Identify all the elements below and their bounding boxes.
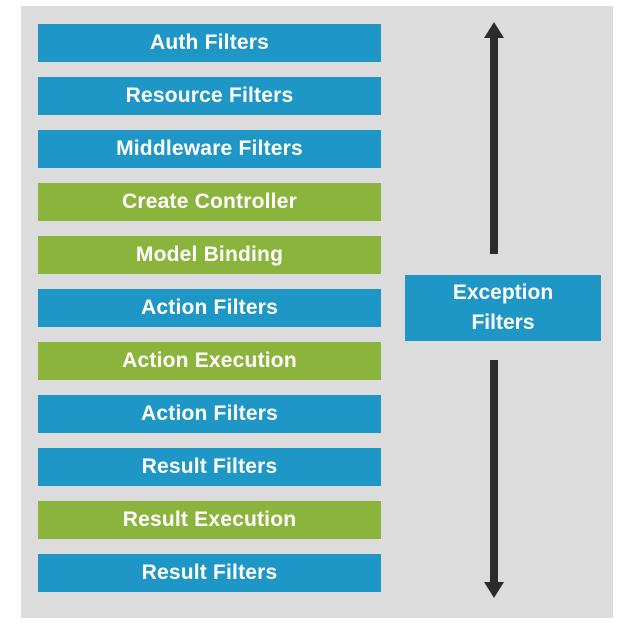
- stage-result-filters-1: Result Filters: [38, 448, 381, 486]
- exception-filters-line1: Exception: [452, 281, 554, 304]
- stage-label: Result Filters: [141, 561, 278, 584]
- stage-label: Result Filters: [141, 455, 278, 478]
- stage-auth-filters: Auth Filters: [38, 24, 381, 62]
- stage-label: Action Filters: [141, 296, 278, 319]
- stage-label: Action Execution: [122, 349, 297, 372]
- arrow-head-up: [484, 22, 504, 38]
- arrow-head-down: [484, 582, 504, 598]
- stage-result-filters-2: Result Filters: [38, 554, 381, 592]
- exception-filters-line2: Filters: [471, 311, 535, 334]
- stage-action-filters-2: Action Filters: [38, 395, 381, 433]
- stage-label: Result Execution: [122, 508, 297, 531]
- stage-middleware-filters: Middleware Filters: [38, 130, 381, 168]
- stage-label: Middleware Filters: [116, 137, 303, 160]
- stage-label: Resource Filters: [125, 84, 294, 107]
- stage-result-execution: Result Execution: [38, 501, 381, 539]
- arrow-shaft-lower: [490, 360, 498, 582]
- stage-label: Action Filters: [141, 402, 278, 425]
- stage-label: Create Controller: [122, 190, 297, 213]
- stage-resource-filters: Resource Filters: [38, 77, 381, 115]
- exception-filters-box: Exception Filters: [405, 275, 601, 341]
- stage-model-binding: Model Binding: [38, 236, 381, 274]
- stage-label: Auth Filters: [149, 31, 270, 54]
- stage-action-execution: Action Execution: [38, 342, 381, 380]
- stage-label: Model Binding: [135, 243, 284, 266]
- stage-action-filters-1: Action Filters: [38, 289, 381, 327]
- stage-create-controller: Create Controller: [38, 183, 381, 221]
- arrow-shaft-upper: [490, 36, 498, 254]
- double-headed-arrow-icon: [484, 22, 504, 598]
